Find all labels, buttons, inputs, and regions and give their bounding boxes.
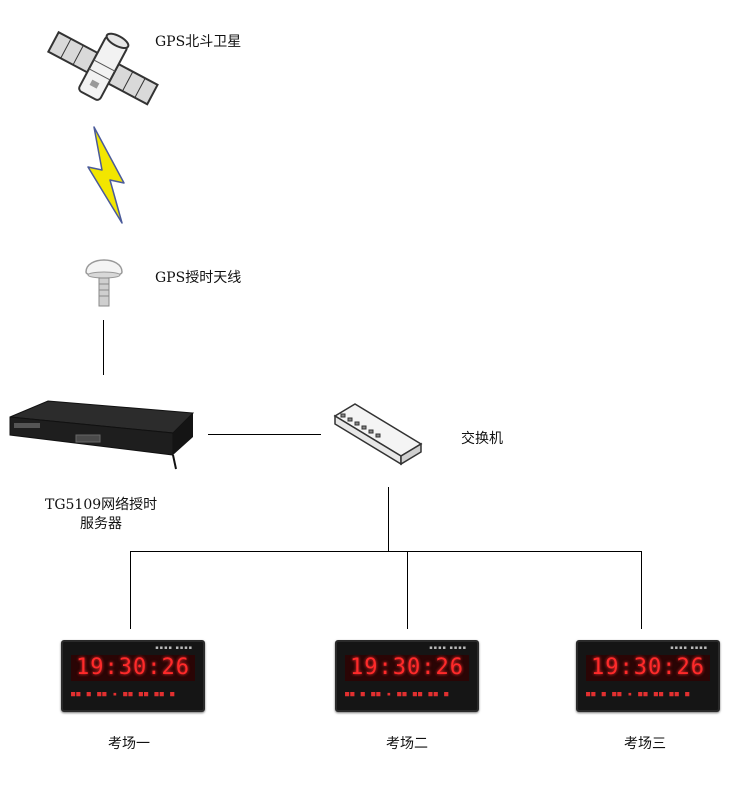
clock-1-label: 考场一 — [108, 736, 150, 752]
antenna-label: GPS授时天线 — [155, 270, 242, 286]
drop-link-3 — [641, 551, 642, 629]
led-clock-2: ▪▪▪▪ ▪▪▪▪ 19:30:26 ■■ ■ ■■ ▪ ■■ ■■ ■■ ■ — [335, 640, 479, 712]
switch-icon — [333, 403, 423, 466]
drop-link-1 — [130, 551, 131, 629]
server-label-line1: TG5109网络授时 — [45, 497, 158, 513]
clock-2-label: 考场二 — [386, 736, 428, 752]
switch-down-link — [388, 487, 389, 551]
led-clock-1: ▪▪▪▪ ▪▪▪▪ 19:30:26 ■■ ■ ■■ ▪ ■■ ■■ ■■ ■ — [61, 640, 205, 712]
satellite-label: GPS北斗卫星 — [155, 34, 242, 50]
distribution-bus — [130, 551, 642, 552]
clock-3-label: 考场三 — [624, 736, 666, 752]
clock-time: 19:30:26 — [71, 655, 195, 681]
clock-brand-marks: ▪▪▪▪ ▪▪▪▪ — [155, 645, 193, 651]
switch-label: 交换机 — [461, 431, 503, 447]
clock-time: 19:30:26 — [586, 655, 710, 681]
server-icon — [9, 400, 195, 470]
clock-time: 19:30:26 — [345, 655, 469, 681]
lightning-icon — [87, 126, 125, 224]
clock-status-row: ■■ ■ ■■ ▪ ■■ ■■ ■■ ■ — [345, 690, 450, 698]
clock-status-row: ■■ ■ ■■ ▪ ■■ ■■ ■■ ■ — [586, 690, 691, 698]
clock-brand-marks: ▪▪▪▪ ▪▪▪▪ — [429, 645, 467, 651]
server-label-line2: 服务器 — [80, 516, 122, 532]
antenna-icon — [85, 259, 123, 307]
clock-status-row: ■■ ■ ■■ ▪ ■■ ■■ ■■ ■ — [71, 690, 176, 698]
server-switch-link — [208, 434, 321, 435]
drop-link-2 — [407, 551, 408, 629]
clock-brand-marks: ▪▪▪▪ ▪▪▪▪ — [670, 645, 708, 651]
antenna-server-link — [103, 320, 104, 375]
satellite-icon — [46, 30, 159, 106]
led-clock-3: ▪▪▪▪ ▪▪▪▪ 19:30:26 ■■ ■ ■■ ▪ ■■ ■■ ■■ ■ — [576, 640, 720, 712]
